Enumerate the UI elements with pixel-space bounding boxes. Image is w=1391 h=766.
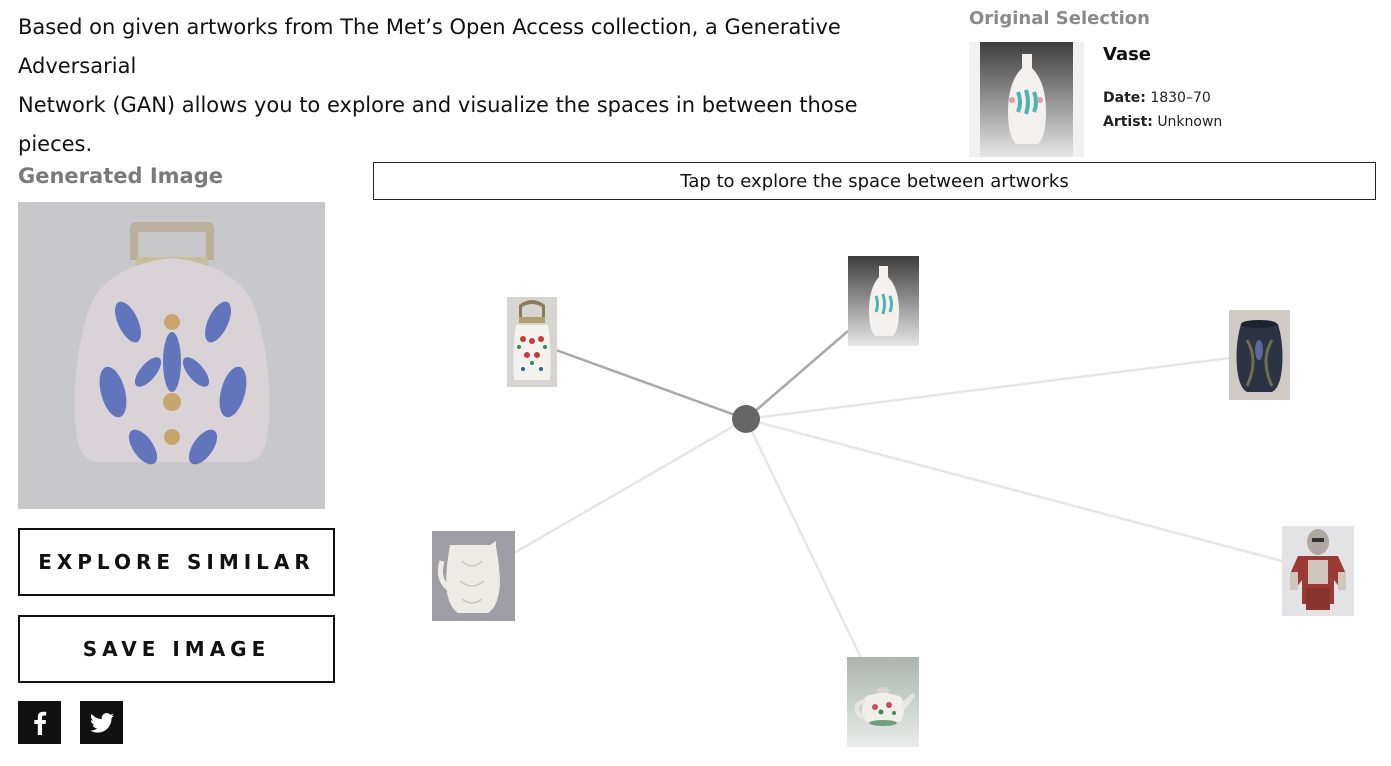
intro-text: Based on given artworks from The Met’s O… [18,8,918,164]
explore-space-bar[interactable]: Tap to explore the space between artwork… [373,162,1376,200]
twitter-share-button[interactable] [80,701,123,744]
artist-label: Artist: [1103,114,1153,130]
original-selection-date: Date: 1830–70 [1103,90,1211,106]
link-dark-vase [745,356,1231,421]
link-bag [555,348,747,421]
link-vase [745,330,849,420]
intro-line-2: Network (GAN) allows you to explore and … [18,93,858,156]
dark-vase-thumbnail-icon [1229,310,1290,400]
facebook-share-button[interactable] [18,701,61,744]
vase-thumbnail-icon [848,256,919,346]
link-pitcher [513,417,747,555]
intro-line-1: Based on given artworks from The Met’s O… [18,15,841,78]
twitter-icon [89,712,114,733]
node-teapot-artwork[interactable] [847,657,919,751]
armor-thumbnail-icon [1282,526,1354,616]
save-image-button[interactable]: SAVE IMAGE [18,615,335,683]
center-blend-handle[interactable] [732,405,760,433]
original-selection-title: Vase [1103,44,1152,65]
original-selection-artist: Artist: Unknown [1103,114,1222,130]
node-pitcher-artwork[interactable] [432,531,515,625]
artist-value: Unknown [1157,114,1223,130]
beaded-bag-thumbnail-icon [507,297,557,387]
node-armor-artwork[interactable] [1282,526,1354,620]
date-value: 1830–70 [1150,90,1211,106]
facebook-icon [33,711,46,735]
original-selection-heading: Original Selection [969,8,1150,29]
node-dark-vase-artwork[interactable] [1229,310,1290,404]
generated-artwork-picture [18,202,325,509]
vase-thumbnail-icon [980,42,1073,157]
generated-image-heading: Generated Image [18,164,223,188]
link-armor [745,417,1283,563]
date-label: Date: [1103,90,1146,106]
pitcher-thumbnail-icon [432,531,515,621]
original-selection-thumbnail[interactable] [969,42,1084,157]
node-vase-artwork[interactable] [848,256,919,350]
teapot-thumbnail-icon [847,657,919,747]
link-teapot [744,418,864,661]
node-bag-artwork[interactable] [507,297,557,391]
generated-image [18,202,325,509]
explore-similar-button[interactable]: EXPLORE SIMILAR [18,528,335,596]
